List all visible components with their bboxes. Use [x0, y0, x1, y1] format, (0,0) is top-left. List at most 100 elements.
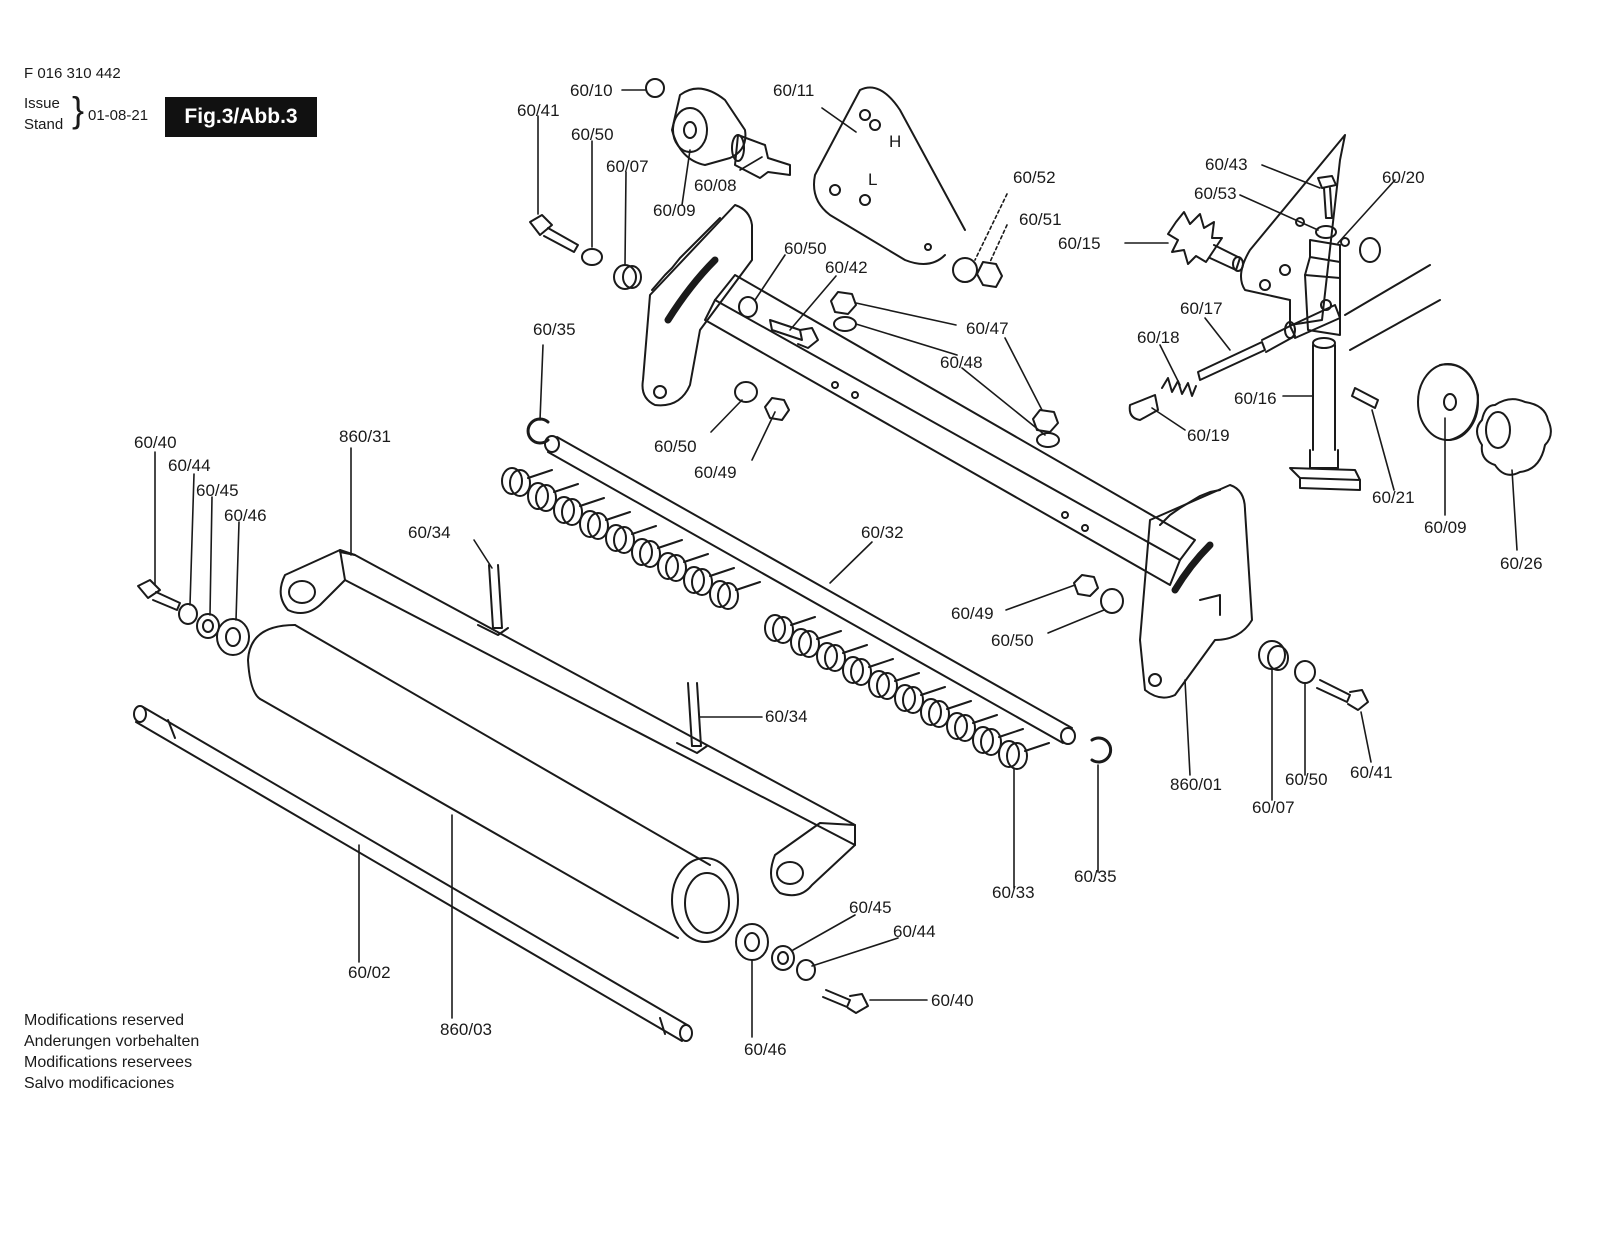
washer-60-50-mid	[734, 381, 758, 403]
washer-60-48-b	[1036, 432, 1060, 448]
modifications-footnote: Modifications reserved Anderungen vorbeh…	[24, 1010, 199, 1094]
label-60-47: 60/47	[966, 319, 1009, 338]
label-60-46-left: 60/46	[224, 506, 267, 525]
spring-60-18	[1161, 377, 1197, 397]
label-860-03: 860/03	[440, 1020, 492, 1039]
shaft-60-32	[544, 435, 1076, 745]
label-60-50-far-right: 60/50	[1285, 770, 1328, 789]
circlip-60-35-left	[526, 417, 550, 445]
bushing-60-07-right	[1258, 640, 1289, 671]
label-60-32: 60/32	[861, 523, 904, 542]
roller-60-09-right	[1417, 363, 1479, 441]
bolt-60-42	[769, 319, 819, 349]
nut-60-10	[645, 78, 665, 98]
footnote-line: Salvo modificaciones	[24, 1075, 175, 1092]
label-60-10: 60/10	[570, 81, 613, 100]
side-plate-left	[641, 204, 753, 407]
axle-60-02	[133, 705, 693, 1042]
washer-60-44-left	[178, 603, 198, 625]
label-H: H	[889, 132, 901, 151]
label-60-17: 60/17	[1180, 299, 1223, 318]
label-60-02: 60/02	[348, 963, 391, 982]
washer-60-44-lower	[796, 959, 816, 981]
label-60-41-top: 60/41	[517, 101, 560, 120]
wheel-roller-top	[671, 87, 747, 166]
label-60-18: 60/18	[1137, 328, 1180, 347]
label-60-50-mid: 60/50	[654, 437, 697, 456]
label-60-07-top: 60/07	[606, 157, 649, 176]
washer-60-45-left	[196, 613, 220, 639]
pin-60-34-b	[676, 682, 708, 754]
label-60-44-left: 60/44	[168, 456, 211, 475]
label-60-08: 60/08	[694, 176, 737, 195]
angle-bar	[704, 274, 1196, 586]
label-60-44-lower: 60/44	[893, 922, 936, 941]
circlip-60-35-right	[1090, 736, 1113, 764]
label-60-49-mid: 60/49	[694, 463, 737, 482]
label-60-16: 60/16	[1234, 389, 1277, 408]
star-knob-60-26	[1476, 398, 1552, 476]
bracket-60-20	[1304, 239, 1341, 336]
label-60-21: 60/21	[1372, 488, 1415, 507]
pin-60-21	[1351, 387, 1379, 409]
label-60-45-left: 60/45	[196, 481, 239, 500]
figure-badge: Fig.3/Abb.3	[165, 97, 317, 137]
bolt-60-43	[1317, 175, 1337, 219]
label-60-50-top: 60/50	[571, 125, 614, 144]
side-plate-right	[1139, 484, 1253, 699]
brace-glyph: }	[72, 89, 85, 130]
bolt-60-40-left	[137, 579, 181, 611]
label-60-45-lower: 60/45	[849, 898, 892, 917]
washer-60-50-top	[581, 248, 603, 266]
bolt-top-left	[529, 214, 579, 253]
label-60-51: 60/51	[1019, 210, 1062, 229]
handle-plate	[813, 86, 966, 265]
label-60-40-left: 60/40	[134, 433, 177, 452]
label-60-50-right: 60/50	[991, 631, 1034, 650]
label-60-33: 60/33	[992, 883, 1035, 902]
label-60-53: 60/53	[1194, 184, 1237, 203]
nut-60-47	[830, 291, 857, 315]
label-60-35-right: 60/35	[1074, 867, 1117, 886]
label-60-09-right: 60/09	[1424, 518, 1467, 537]
bolt-60-40-lower	[822, 989, 869, 1014]
label-60-48: 60/48	[940, 353, 983, 372]
document-number: F 016 310 442	[24, 65, 121, 82]
nut-60-52	[976, 261, 1003, 288]
label-L: L	[868, 170, 877, 189]
part-labels: 60/10 60/11 60/41 60/50 60/07 60/08 60/0…	[134, 81, 1543, 1059]
label-60-26: 60/26	[1500, 554, 1543, 573]
gear-60-15	[1167, 211, 1244, 272]
issue-label: Issue	[24, 95, 60, 112]
stand-label: Stand	[24, 116, 64, 133]
roller-860-03	[247, 624, 739, 943]
bushing-60-07-top	[613, 264, 642, 290]
label-60-35-left: 60/35	[533, 320, 576, 339]
nut-60-49-right	[1073, 574, 1099, 597]
label-60-49-right: 60/49	[951, 604, 994, 623]
label-860-01: 860/01	[1170, 775, 1222, 794]
footnote-line: Modifications reserved	[24, 1012, 185, 1029]
axle-stub	[731, 134, 791, 179]
washer-60-50-right	[1100, 588, 1124, 614]
label-60-52: 60/52	[1013, 168, 1056, 187]
label-60-41-right: 60/41	[1350, 763, 1393, 782]
springs-row-1	[501, 467, 761, 610]
label-60-42: 60/42	[825, 258, 868, 277]
nut-60-47-b	[1032, 409, 1059, 433]
springs-row-2	[764, 614, 1050, 770]
label-60-46-lower: 60/46	[744, 1040, 787, 1059]
post-60-16	[1289, 337, 1361, 491]
pin-60-34-a	[477, 564, 509, 636]
height-adjust-plate	[1240, 134, 1441, 351]
washer-60-53	[1315, 225, 1337, 239]
washer-left-plate	[738, 296, 758, 318]
roller-frame-860-31	[279, 549, 856, 897]
washer-60-50-far-right	[1294, 660, 1316, 684]
label-60-20: 60/20	[1382, 168, 1425, 187]
nut-60-49-mid	[764, 397, 790, 421]
washer-60-48	[833, 316, 857, 332]
label-60-34-a: 60/34	[408, 523, 451, 542]
washer-60-46-lower	[735, 923, 769, 961]
